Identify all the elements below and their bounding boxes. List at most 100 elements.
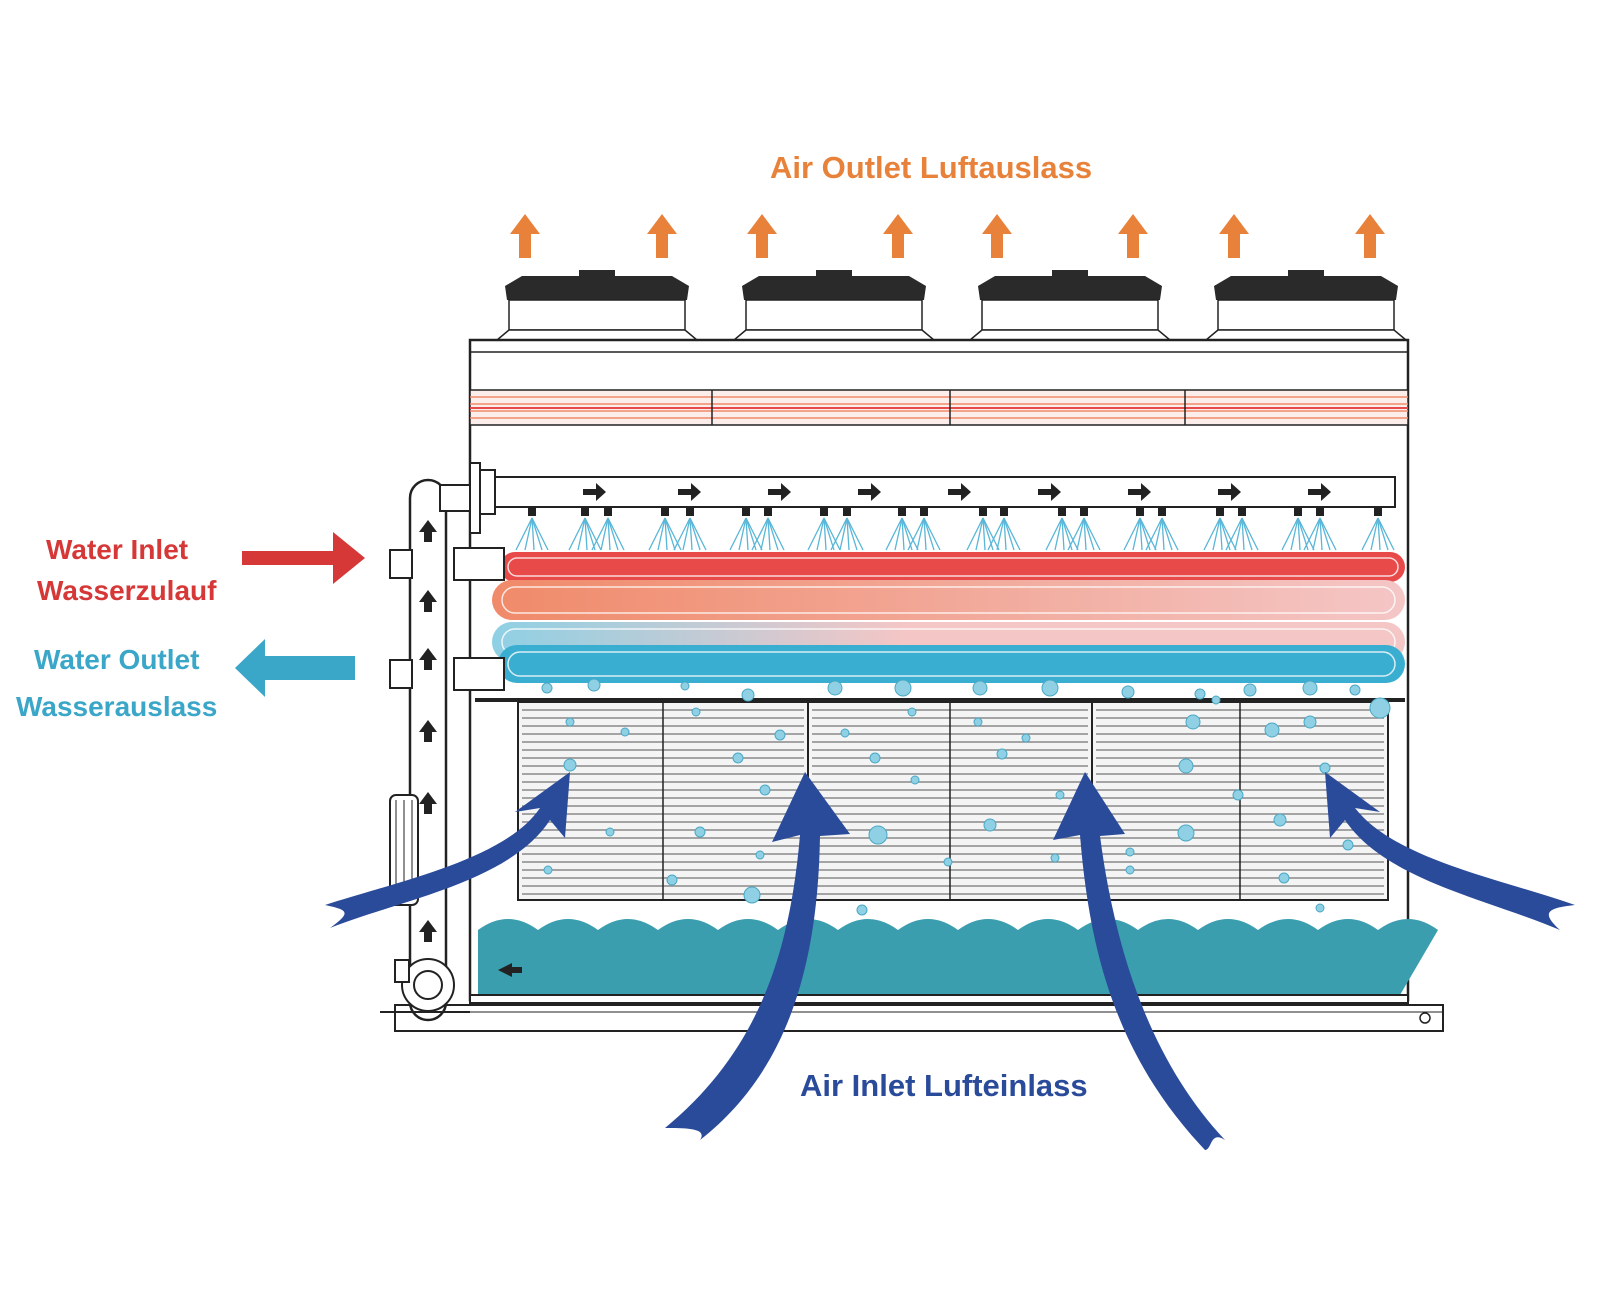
spray-line bbox=[1225, 517, 1243, 551]
spray-nozzle bbox=[987, 507, 1021, 551]
spray-line bbox=[1297, 517, 1315, 551]
water-droplet bbox=[1243, 683, 1257, 697]
water-basin bbox=[394, 919, 1444, 1032]
fan bbox=[1203, 270, 1409, 341]
fan-lid bbox=[978, 276, 1162, 300]
spray-nozzle bbox=[807, 507, 841, 551]
spray-line bbox=[760, 517, 769, 551]
nozzle-tip bbox=[1374, 507, 1382, 516]
fan-hub bbox=[816, 270, 852, 278]
spray-line bbox=[607, 517, 625, 551]
spray-line bbox=[923, 517, 935, 551]
nozzle-tip bbox=[820, 507, 828, 516]
spray-line bbox=[682, 517, 691, 551]
spray-line bbox=[584, 517, 588, 551]
water-droplet bbox=[620, 727, 630, 737]
spray-line bbox=[738, 517, 747, 551]
spray-line bbox=[1212, 517, 1221, 551]
spray-line bbox=[577, 517, 586, 551]
spray-line bbox=[1203, 517, 1221, 551]
fan bbox=[494, 270, 700, 341]
water-droplet bbox=[1264, 722, 1280, 738]
spray-line bbox=[1234, 517, 1243, 551]
spray-nozzle bbox=[1045, 507, 1079, 551]
spray-nozzles bbox=[515, 507, 1395, 551]
nozzle-tip bbox=[742, 507, 750, 516]
fan-lid bbox=[742, 276, 926, 300]
spray-line bbox=[568, 517, 586, 551]
coil-highlight bbox=[507, 557, 1399, 577]
water-droplet bbox=[1319, 762, 1331, 774]
water-droplet bbox=[1273, 813, 1287, 827]
water-droplet bbox=[774, 729, 786, 741]
spray-line bbox=[600, 517, 609, 551]
nozzle-tip bbox=[1316, 507, 1324, 516]
spray-line bbox=[751, 517, 769, 551]
spray-line bbox=[657, 517, 666, 551]
air-inlet-label: Air Inlet Lufteinlass bbox=[800, 1068, 1088, 1103]
spray-line bbox=[982, 517, 1000, 551]
arrow-up-icon bbox=[1118, 214, 1148, 258]
air-outlet-arrows bbox=[510, 214, 1385, 258]
spray-nozzle bbox=[673, 507, 707, 551]
fill-panel bbox=[807, 701, 1093, 901]
water-inlet-label: Water Inlet bbox=[46, 534, 189, 565]
water-droplets bbox=[541, 678, 1391, 916]
flow-arrow-icon bbox=[948, 483, 971, 501]
water-droplet bbox=[983, 818, 997, 832]
spray-nozzle bbox=[1281, 507, 1315, 551]
curved-arrow-icon bbox=[325, 772, 570, 928]
spray-line bbox=[1061, 517, 1079, 551]
nozzle-tip bbox=[979, 507, 987, 516]
water-droplet bbox=[680, 681, 690, 691]
water-droplet bbox=[972, 680, 988, 696]
water-droplet bbox=[1050, 853, 1060, 863]
spray-nozzle bbox=[591, 507, 625, 551]
spray-line bbox=[767, 517, 785, 551]
fan-stack bbox=[981, 299, 1159, 331]
water-droplet bbox=[741, 688, 755, 702]
spray-line bbox=[1377, 517, 1395, 551]
spray-line bbox=[1067, 517, 1085, 551]
water-droplet bbox=[1342, 839, 1354, 851]
spray-header bbox=[479, 469, 1396, 551]
spray-nozzle bbox=[966, 507, 1000, 551]
curved-arrow-icon bbox=[665, 772, 850, 1140]
spray-nozzle bbox=[830, 507, 864, 551]
water-droplet bbox=[1178, 758, 1194, 774]
nozzle-tip bbox=[843, 507, 851, 516]
water-droplet bbox=[1302, 680, 1318, 696]
water-droplet bbox=[907, 707, 917, 717]
spray-line bbox=[894, 517, 903, 551]
water-droplet bbox=[996, 748, 1008, 760]
spray-line bbox=[839, 517, 848, 551]
spray-nozzle bbox=[1145, 507, 1179, 551]
fan bbox=[967, 270, 1173, 341]
water-droplet bbox=[543, 865, 553, 875]
nozzle-tip bbox=[1136, 507, 1144, 516]
flow-arrow-icon bbox=[858, 483, 881, 501]
spray-nozzle bbox=[515, 507, 549, 551]
flow-arrow-icon bbox=[678, 483, 701, 501]
spray-line bbox=[745, 517, 749, 551]
spray-line bbox=[923, 517, 927, 551]
spray-line bbox=[591, 517, 609, 551]
spray-line bbox=[1319, 517, 1323, 551]
header-flow-arrows bbox=[583, 483, 1331, 501]
flow-arrow-icon bbox=[583, 483, 606, 501]
spray-line bbox=[987, 517, 1005, 551]
spray-line bbox=[966, 517, 984, 551]
spray-line bbox=[807, 517, 825, 551]
arrow-up-icon bbox=[419, 520, 437, 542]
flow-arrow-icon bbox=[1128, 483, 1151, 501]
spray-line bbox=[885, 517, 903, 551]
spray-line bbox=[1241, 517, 1259, 551]
spray-line bbox=[916, 517, 925, 551]
spray-line bbox=[1241, 517, 1245, 551]
spray-line bbox=[729, 517, 747, 551]
water-droplet bbox=[1177, 824, 1195, 842]
spray-nozzle bbox=[1303, 507, 1337, 551]
spray-line bbox=[648, 517, 666, 551]
nozzle-tip bbox=[898, 507, 906, 516]
water-inlet-arrow-icon bbox=[242, 532, 365, 584]
